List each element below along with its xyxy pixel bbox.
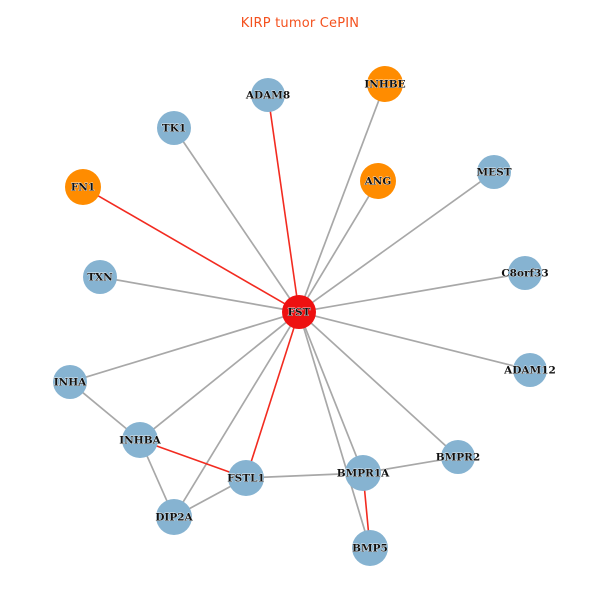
edge-fst-c8orf33[interactable] xyxy=(314,274,510,311)
edge-fst-bmpr1a[interactable] xyxy=(304,326,358,458)
node-circle-inhba[interactable] xyxy=(122,422,158,458)
edge-fst-dip2a[interactable] xyxy=(182,325,292,503)
node-label-inhba: INHBA xyxy=(119,435,161,447)
node-label-fn1: FN1 xyxy=(71,182,95,194)
node-adam8[interactable]: ADAM8 xyxy=(244,78,291,112)
node-circle-tk1[interactable] xyxy=(157,111,191,145)
node-circle-fst[interactable] xyxy=(282,295,316,329)
edge-fst-fn1[interactable] xyxy=(97,194,286,305)
edge-fst-txn[interactable] xyxy=(115,278,284,311)
node-circle-c8orf33[interactable] xyxy=(508,256,542,290)
node-circle-fn1[interactable] xyxy=(65,169,101,205)
node-label-adam12: ADAM12 xyxy=(503,365,556,377)
node-bmp5[interactable]: BMP5 xyxy=(352,530,388,566)
node-ang[interactable]: ANG xyxy=(360,163,396,199)
node-circle-bmpr1a[interactable] xyxy=(345,455,381,491)
node-dip2a[interactable]: DIP2A xyxy=(155,499,194,535)
node-label-adam8: ADAM8 xyxy=(245,90,290,102)
edge-bmpr1a-bmpr2[interactable] xyxy=(379,458,443,472)
node-label-txn: TXN xyxy=(87,272,113,284)
edge-fst-bmpr2[interactable] xyxy=(310,322,447,447)
node-circle-adam12[interactable] xyxy=(513,353,547,387)
edges-layer xyxy=(81,99,515,532)
edge-bmpr1a-bmp5[interactable] xyxy=(363,489,370,532)
edge-fst-fstl1[interactable] xyxy=(250,326,295,463)
node-label-bmp5: BMP5 xyxy=(352,543,388,555)
edge-inha-inhba[interactable] xyxy=(81,391,128,430)
edge-fst-adam8[interactable] xyxy=(269,110,298,297)
node-circle-txn[interactable] xyxy=(83,260,117,294)
edge-fst-inhba[interactable] xyxy=(152,321,288,431)
node-label-inhbe: INHBE xyxy=(364,79,405,91)
node-label-dip2a: DIP2A xyxy=(155,512,193,524)
node-inha[interactable]: INHA xyxy=(53,365,87,399)
node-circle-dip2a[interactable] xyxy=(156,499,192,535)
edge-fst-mest[interactable] xyxy=(311,180,482,304)
node-label-inha: INHA xyxy=(54,377,87,389)
edge-fstl1-bmpr1a[interactable] xyxy=(262,472,347,479)
edge-fst-ang[interactable] xyxy=(306,195,370,299)
node-label-bmpr1a: BMPR1A xyxy=(337,468,390,480)
node-inhba[interactable]: INHBA xyxy=(119,422,162,458)
node-circle-adam8[interactable] xyxy=(251,78,285,112)
node-label-ang: ANG xyxy=(364,176,392,188)
node-adam12[interactable]: ADAM12 xyxy=(503,353,556,387)
node-mest[interactable]: MEST xyxy=(476,155,512,189)
edge-dip2a-fstl1[interactable] xyxy=(188,485,232,510)
edge-fst-inhbe[interactable] xyxy=(303,99,380,298)
node-label-c8orf33: C8orf33 xyxy=(501,268,548,280)
page-title: KIRP tumor CePIN xyxy=(241,16,359,31)
node-c8orf33[interactable]: C8orf33 xyxy=(501,256,549,290)
node-circle-bmp5[interactable] xyxy=(352,530,388,566)
node-circle-inhbe[interactable] xyxy=(367,66,403,102)
edge-fst-tk1[interactable] xyxy=(182,140,291,300)
node-circle-mest[interactable] xyxy=(477,155,511,189)
node-bmpr1a[interactable]: BMPR1A xyxy=(336,455,390,491)
node-inhbe[interactable]: INHBE xyxy=(364,66,406,102)
node-circle-fstl1[interactable] xyxy=(228,460,264,496)
edge-inhba-fstl1[interactable] xyxy=(155,444,231,474)
node-fn1[interactable]: FN1 xyxy=(65,169,101,205)
node-label-fst: FST xyxy=(288,307,311,319)
node-circle-inha[interactable] xyxy=(53,365,87,399)
node-circle-bmpr2[interactable] xyxy=(441,440,475,474)
node-label-mest: MEST xyxy=(476,167,511,179)
edge-inhba-dip2a[interactable] xyxy=(146,455,168,502)
edge-fst-inha[interactable] xyxy=(85,315,284,379)
node-label-tk1: TK1 xyxy=(162,123,186,135)
node-bmpr2[interactable]: BMPR2 xyxy=(435,440,481,474)
node-label-fstl1: FSTL1 xyxy=(227,473,265,485)
edge-fst-adam12[interactable] xyxy=(314,315,515,367)
node-fstl1[interactable]: FSTL1 xyxy=(227,460,265,496)
node-label-bmpr2: BMPR2 xyxy=(436,452,480,464)
node-circle-ang[interactable] xyxy=(360,163,396,199)
node-fst[interactable]: FST xyxy=(282,295,316,329)
node-tk1[interactable]: TK1 xyxy=(157,111,191,145)
edge-fst-bmp5[interactable] xyxy=(302,327,366,532)
node-txn[interactable]: TXN xyxy=(83,260,117,294)
